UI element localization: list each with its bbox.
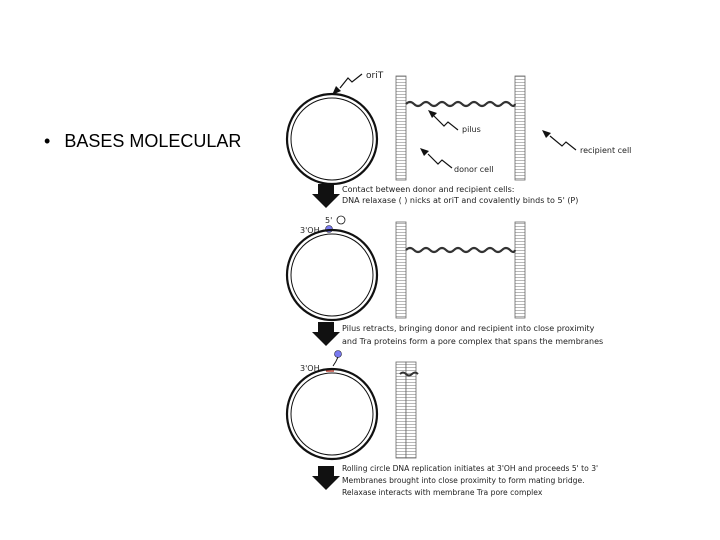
step3-caption-line1: Rolling circle DNA replication initiates… — [342, 464, 598, 473]
panel-2: 5' 3'OH — [285, 215, 526, 322]
recipient-membrane-1 — [514, 75, 526, 181]
step-2: Pilus retracts, bringing donor and recip… — [312, 322, 603, 346]
recipient-membrane-2 — [514, 221, 526, 319]
three-oh-label-a: 3'OH — [300, 226, 320, 235]
donor-membrane-3 — [395, 361, 407, 459]
step1-caption-line2: DNA relaxase ( ) nicks at oriT and coval… — [342, 196, 578, 205]
step-1: Contact between donor and recipient cell… — [312, 184, 578, 208]
step2-caption-line2: and Tra proteins form a pore complex tha… — [342, 337, 603, 346]
donor-plasmid-3 — [285, 367, 379, 461]
bullet-item: • BASES MOLECULAR — [44, 131, 241, 152]
donor-pointer — [427, 153, 453, 169]
donor-membrane-1 — [395, 75, 407, 181]
step-arrow-2 — [312, 322, 340, 346]
donor-cell-label: donor cell — [454, 165, 494, 174]
orit-pointer — [339, 73, 363, 89]
step3-caption-line3: Relaxase interacts with membrane Tra por… — [342, 488, 543, 497]
five-prime-label: 5' — [325, 216, 332, 225]
pilus-arrowhead — [428, 110, 437, 118]
donor-plasmid-2-inner — [290, 233, 374, 317]
step-arrow-1 — [312, 184, 340, 208]
recipient-cell-label: recipient cell — [580, 146, 631, 155]
recipient-pointer — [549, 135, 577, 151]
relaxase-marker-3 — [334, 350, 342, 358]
orit-arrowhead — [332, 86, 341, 95]
donor-membrane-2 — [395, 221, 407, 319]
panel-1: oriT pilus recipient cell donor cell — [285, 71, 631, 186]
step-3: Rolling circle DNA replication initiates… — [312, 464, 598, 497]
three-oh-label-b: 3'OH — [300, 364, 320, 373]
pore-complex — [399, 371, 419, 377]
pilus-1 — [405, 100, 517, 108]
donor-arrowhead — [420, 148, 429, 156]
donor-plasmid-3-inner — [290, 372, 374, 456]
bullet-symbol: • — [44, 131, 51, 151]
donor-plasmid-2 — [285, 228, 379, 322]
step2-caption-line1: Pilus retracts, bringing donor and recip… — [342, 324, 595, 333]
step3-caption-line2: Membranes brought into close proximity t… — [342, 476, 585, 485]
panel-3: 3'OH — [285, 350, 419, 461]
donor-plasmid-1-inner — [290, 97, 374, 181]
step1-caption-line1: Contact between donor and recipient cell… — [342, 185, 514, 194]
pilus-2 — [405, 246, 517, 254]
donor-plasmid-1 — [285, 92, 379, 186]
pilus-label: pilus — [462, 125, 481, 134]
recipient-arrowhead — [542, 130, 551, 138]
step-arrow-3 — [312, 466, 340, 490]
bullet-text: BASES MOLECULAR — [64, 131, 242, 151]
recipient-membrane-3 — [405, 361, 417, 459]
pilus-pointer — [433, 115, 459, 131]
transferred-strand — [332, 356, 339, 367]
orit-label: oriT — [366, 71, 384, 81]
p-marker — [336, 215, 346, 225]
